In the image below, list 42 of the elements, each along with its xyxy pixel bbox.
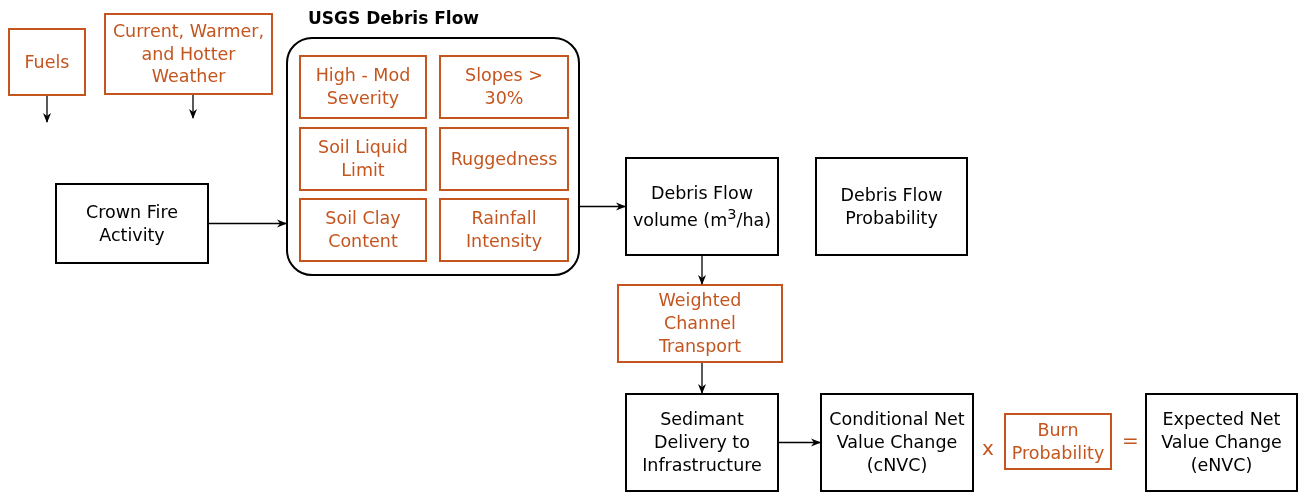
box-label: Conditional Net Value Change (cNVC) <box>828 408 966 477</box>
process-box <box>815 157 968 256</box>
process-box <box>617 284 783 363</box>
process-box <box>1145 393 1298 492</box>
arrow <box>698 362 706 394</box>
box-label: High - Mod Severity <box>314 64 412 110</box>
process-box <box>299 127 427 191</box>
box-label: Fuels <box>23 50 71 74</box>
arrow <box>189 94 197 119</box>
box-label: Soil Liquid Limit <box>317 136 409 182</box>
process-box <box>55 183 209 264</box>
box-label: Debris Flow Probability <box>839 183 944 230</box>
box-label: Debris Flow volume (m$^{3}$/ha) <box>631 181 773 232</box>
process-box <box>820 393 974 492</box>
process-box <box>299 198 427 262</box>
process-box <box>439 198 569 262</box>
arrow <box>43 95 51 123</box>
box-label: Burn Probability <box>1010 418 1106 465</box>
arrow <box>778 438 821 447</box>
arrow <box>579 202 626 211</box>
process-box <box>1004 413 1112 470</box>
arrow <box>208 219 287 228</box>
process-box <box>8 28 86 96</box>
process-box <box>439 55 569 119</box>
box-label: Current, Warmer, and Hotter Weather <box>111 19 266 89</box>
box-label: Ruggedness <box>449 147 559 171</box>
process-box <box>104 13 273 95</box>
box-label: Rainfall Intensity <box>464 207 544 253</box>
arrow <box>698 255 706 285</box>
group-heading: USGS Debris Flow <box>308 8 480 28</box>
box-label: Soil Clay Content <box>324 207 402 253</box>
process-box <box>625 393 779 492</box>
process-box <box>625 157 779 256</box>
process-box <box>439 127 569 191</box>
process-box <box>299 55 427 119</box>
operator-symbol: x <box>982 436 994 460</box>
operator-symbol: = <box>1122 428 1139 452</box>
box-label: Expected Net Value Change (eNVC) <box>1160 408 1283 477</box>
box-label: Weighted Channel Transport <box>657 289 743 358</box>
box-label: Sedimant Delivery to Infrastructure <box>641 408 763 477</box>
box-label: Crown Fire Activity <box>85 200 179 247</box>
box-label: Slopes > 30% <box>464 64 544 110</box>
